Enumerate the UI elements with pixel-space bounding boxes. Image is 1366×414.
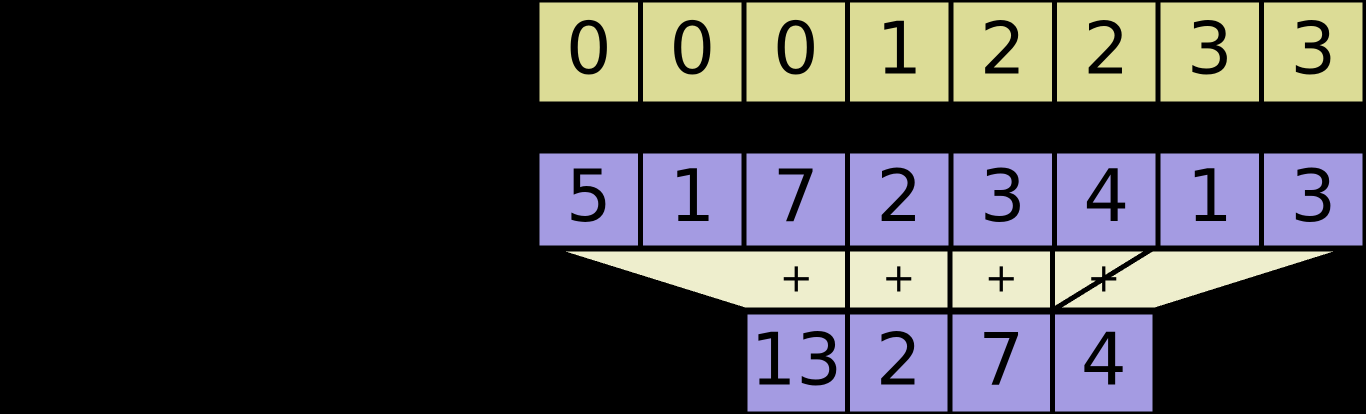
segment-index-cell-box [1259, 0, 1366, 107]
output-result-cell-box [742, 309, 850, 414]
segment-index-cell-value: 0 [773, 7, 819, 91]
output-result-cell-value: 13 [750, 318, 842, 402]
input-value-cell-value: 3 [1290, 154, 1336, 238]
input-value-cell-box [638, 148, 747, 251]
operator-symbols: ++++ [779, 256, 1120, 302]
segment-index-cell-box [1155, 0, 1264, 107]
input-value-cell-value: 2 [876, 154, 922, 238]
segment-index-cell-value: 3 [1187, 7, 1233, 91]
segment-index-cell-value: 1 [876, 7, 922, 91]
output-result-cell-value: 2 [876, 318, 922, 402]
segment-index-cell-value: 2 [980, 7, 1026, 91]
input-value-cell-box [741, 148, 850, 251]
operator-plus-icon: + [882, 256, 916, 302]
reduction-operator-band [548, 246, 1351, 313]
input-value-cell-value: 3 [980, 154, 1026, 238]
segment-index-cell: 0 [534, 0, 643, 107]
input-value-cell: 4 [1052, 148, 1161, 251]
segment-index-cell-value: 0 [566, 7, 612, 91]
operator-plus-icon: + [779, 256, 813, 302]
output-result-cell-box [947, 309, 1055, 414]
segment-index-cell: 2 [948, 0, 1057, 107]
input-value-cell-box [1052, 148, 1161, 251]
input-value-cell-value: 5 [566, 154, 612, 238]
output-result-cell: 7 [947, 309, 1055, 414]
input-value-cell: 3 [948, 148, 1057, 251]
output-result-cell-value: 4 [1081, 318, 1127, 402]
segment-index-cell: 1 [845, 0, 954, 107]
operator-plus-icon: + [984, 256, 1018, 302]
input-value-cell-value: 1 [669, 154, 715, 238]
segment-index-cell: 2 [1052, 0, 1161, 107]
segment-index-cell-value: 2 [1083, 7, 1129, 91]
segment-index-cell-box [741, 0, 850, 107]
segment-index-cell-box [1052, 0, 1161, 107]
input-value-cell: 7 [741, 148, 850, 251]
output-result-cell-box [845, 309, 953, 414]
input-value-cell-value: 1 [1187, 154, 1233, 238]
input-value-cell: 5 [534, 148, 643, 251]
input-value-cell-value: 4 [1083, 154, 1129, 238]
input-value-cell-box [1259, 148, 1366, 251]
segment-index-cell: 3 [1259, 0, 1366, 107]
segment-index-cell: 0 [638, 0, 747, 107]
input-value-cell: 3 [1259, 148, 1366, 251]
output-result-cell: 2 [845, 309, 953, 414]
segment-index-cell: 0 [741, 0, 850, 107]
segment-index-cell-value: 3 [1290, 7, 1336, 91]
output-result-cell: 13 [742, 309, 850, 414]
input-value-cell-box [1155, 148, 1264, 251]
segment-divider-line [1051, 246, 1154, 313]
segment-divider-diagonal [1051, 246, 1154, 313]
output-result-cell-value: 7 [978, 318, 1024, 402]
input-value-cell: 1 [638, 148, 747, 251]
output-result-cell: 4 [1050, 309, 1158, 414]
output-result-cell-box [1050, 309, 1158, 414]
segment-index-cell-box [638, 0, 747, 107]
segment-index-cell-value: 0 [669, 7, 715, 91]
input-value-cell: 2 [845, 148, 954, 251]
segment-index-cell-box [534, 0, 643, 107]
input-value-cell-box [845, 148, 954, 251]
input-value-cell-box [948, 148, 1057, 251]
input-value-cell-value: 7 [773, 154, 819, 238]
segment-index-cell: 3 [1155, 0, 1264, 107]
input-value-cell: 1 [1155, 148, 1264, 251]
